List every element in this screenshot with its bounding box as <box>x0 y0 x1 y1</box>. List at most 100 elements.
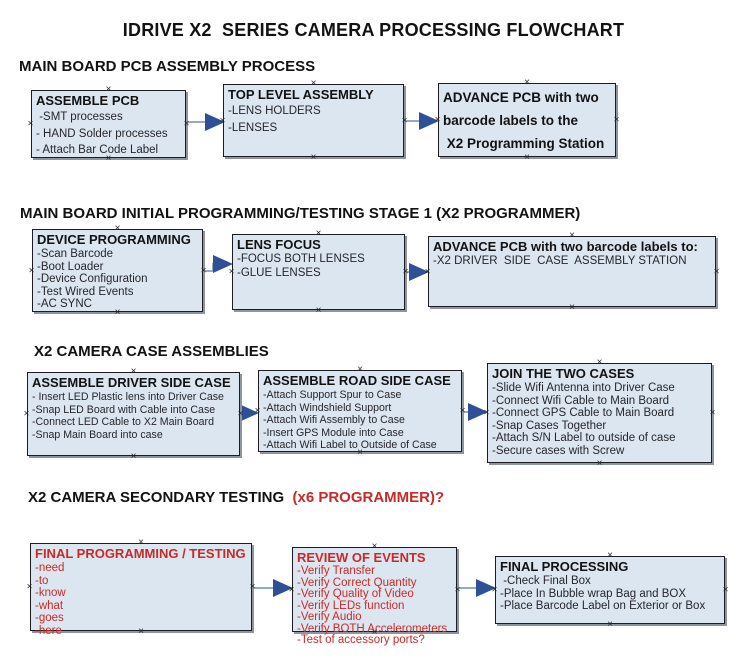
page-title: IDRIVE X2 SERIES CAMERA PROCESSING FLOWC… <box>122 20 625 40</box>
connection-point-icon: × <box>524 152 530 163</box>
box-title: DEVICE PROGRAMMING <box>37 232 191 247</box>
box-items: -need -to -know -what -goes -here <box>35 562 247 637</box>
section-heading-red-part: (x6 PROGRAMMER)? <box>292 489 445 506</box>
box-item: -Verify Transfer <box>297 565 375 577</box>
connection-point-icon: × <box>228 266 235 278</box>
connection-point-icon: × <box>138 537 144 548</box>
connection-point-icon: × <box>713 266 720 277</box>
box-item: -Device Configuration <box>37 273 148 285</box>
box-item: - Insert LED Plastic lens into Driver Ca… <box>32 391 224 403</box>
connection-point-icon: × <box>28 265 35 276</box>
box-item: -Connect LED Cable to X2 Main Board <box>32 416 214 428</box>
connection-point-icon: × <box>27 118 34 130</box>
box-title: LENS FOCUS <box>237 237 321 252</box>
connection-point-icon: × <box>371 627 378 638</box>
connection-point-icon: × <box>569 302 575 313</box>
flow-box-assemble-road-side-case: × × × × ASSEMBLE ROAD SIDE CASE -Attach … <box>255 365 466 458</box>
box-item: -Slide Wifi Antenna into Driver Case <box>492 382 675 394</box>
connection-point-icon: × <box>288 584 295 595</box>
box-items: -Verify Transfer -Verify Correct Quantit… <box>297 565 452 647</box>
box-item: -FOCUS BOTH LENSES <box>237 253 365 265</box>
connection-point-icon: × <box>357 447 363 458</box>
connection-point-icon: × <box>722 584 729 596</box>
connection-point-icon: × <box>524 77 530 88</box>
box-item: -SMT processes <box>36 111 123 123</box>
flow-box-assemble-driver-side-case: × × × × ASSEMBLE DRIVER SIDE CASE - Inse… <box>24 367 244 462</box>
connection-point-icon: × <box>249 581 256 593</box>
connection-point-icon: × <box>200 265 207 276</box>
section-heading-initial-programming: MAIN BOARD INITIAL PROGRAMMING/TESTING S… <box>20 205 581 222</box>
connection-point-icon: × <box>459 405 466 417</box>
connection-point-icon: × <box>569 230 575 241</box>
box-item: -Place Barcode Label on Exterior or Box <box>500 600 706 612</box>
connection-point-icon: × <box>483 407 490 419</box>
connection-point-icon: × <box>596 357 603 368</box>
connection-point-icon: × <box>491 584 498 596</box>
connection-point-icon: × <box>130 451 137 462</box>
connection-point-icon: × <box>26 581 33 593</box>
box-item: -Attach Support Spur to Case <box>263 389 402 401</box>
box-items: -FOCUS BOTH LENSES -GLUE LENSES <box>237 253 400 280</box>
box-title: JOIN THE TWO CASES <box>492 366 635 381</box>
box-title: REVIEW OF EVENTS <box>297 550 426 565</box>
box-item: - HAND Solder processes <box>36 127 168 140</box>
flow-box-device-programming: × × × × DEVICE PROGRAMMING -Scan Barcode… <box>29 224 207 318</box>
connection-point-icon: × <box>138 626 144 637</box>
box-item: -what <box>35 599 64 612</box>
box-item: -Attach Wifi Label to Outside of Case <box>263 439 437 451</box>
box-items: -SMT processes - HAND Solder processes -… <box>36 109 181 159</box>
flow-box-lens-focus: × × × × LENS FOCUS -FOCUS BOTH LENSES -G… <box>229 229 409 316</box>
flow-box-top-level-assembly: × × × × TOP LEVEL ASSEMBLY -LENS HOLDERS… <box>220 79 408 163</box>
box-items: -Attach Support Spur to Case -Attach Win… <box>263 389 457 452</box>
connection-point-icon: × <box>310 78 317 89</box>
box-title: ASSEMBLE DRIVER SIDE CASE <box>32 375 231 390</box>
connection-point-icon: × <box>315 228 322 239</box>
connection-point-icon: × <box>613 114 620 126</box>
connection-point-icon: × <box>709 407 716 419</box>
box-items: -Slide Wifi Antenna into Driver Case -Co… <box>492 382 707 457</box>
connection-point-icon: × <box>371 541 378 552</box>
box-item: -AC SYNC <box>37 298 92 310</box>
connection-point-icon: × <box>105 84 112 95</box>
box-item: -Check Final Box <box>500 575 591 587</box>
section-heading-pcb-assembly: MAIN BOARD PCB ASSEMBLY PROCESS <box>19 58 316 75</box>
box-items: -LENS HOLDERS -LENSES <box>228 103 399 136</box>
box-title: FINAL PROGRAMMING / TESTING <box>35 546 246 561</box>
connection-point-icon: × <box>23 408 30 420</box>
connection-point-icon: × <box>607 550 613 561</box>
box-item: -here <box>35 624 62 637</box>
connection-point-icon: × <box>105 153 112 164</box>
connection-point-icon: × <box>114 223 121 234</box>
flow-box-assemble-pcb: × × × × ASSEMBLE PCB -SMT processes - HA… <box>28 85 190 164</box>
connection-point-icon: × <box>401 115 408 126</box>
connection-point-icon: × <box>237 408 244 420</box>
box-title: ASSEMBLE ROAD SIDE CASE <box>263 373 451 388</box>
box-item: -need <box>35 562 65 574</box>
connection-point-icon: × <box>310 152 317 163</box>
connection-point-icon: × <box>315 305 322 316</box>
box-item: -Connect Wifi Cable to Main Board <box>492 394 670 407</box>
box-item: -Boot Loader <box>37 260 104 273</box>
box-item: -Snap Main Board into case <box>32 428 163 441</box>
box-item: - Attach Bar Code Label <box>36 144 159 156</box>
box-item: -Verify Audio <box>297 611 362 623</box>
connection-point-icon: × <box>434 114 441 126</box>
box-item: -Snap Cases Together <box>492 419 607 432</box>
box-item: -Verify Correct Quantity <box>297 576 417 589</box>
flow-box-review-of-events: × × × × REVIEW OF EVENTS -Verify Transfe… <box>289 542 461 646</box>
section-heading-case-assemblies: X2 CAMERA CASE ASSEMBLIES <box>34 343 269 360</box>
box-items: -Check Final Box -Place In Bubble wrap B… <box>500 575 720 613</box>
box-title: FINAL PROCESSING <box>500 559 629 574</box>
box-item: -Insert GPS Module into Case <box>263 426 404 439</box>
box-item: -Attach S/N Label to outside of case <box>492 432 676 444</box>
box-item: -Test Wired Events <box>37 285 134 298</box>
box-item: -Place In Bubble wrap Bag and BOX <box>500 587 687 600</box>
box-items: -X2 DRIVER SIDE CASE ASSEMBLY STATION <box>433 255 711 268</box>
box-item: -goes <box>35 612 64 624</box>
connection-point-icon: × <box>254 405 261 417</box>
connection-point-icon: × <box>402 266 409 278</box>
box-item: -Verify LEDs function <box>297 599 405 612</box>
box-item: -Snap LED Board with Cable into Case <box>32 403 216 416</box>
connection-point-icon: × <box>596 458 603 469</box>
flow-arrow-elbow <box>205 255 233 273</box>
